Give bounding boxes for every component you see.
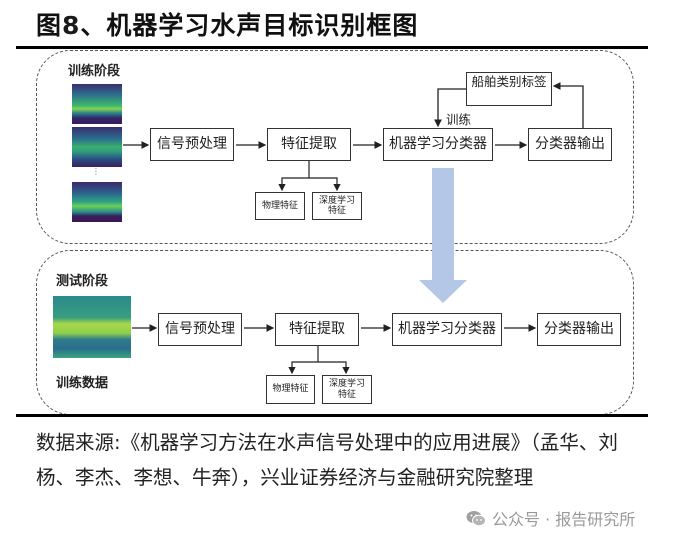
training-data-label: 训练数据 <box>56 376 109 391</box>
watermark: 公众号 · 报告研究所 <box>466 506 635 530</box>
title-prefix: 图 <box>36 11 63 40</box>
arrow-test-feature-to-physical <box>288 346 319 375</box>
test-spectrogram <box>53 296 131 358</box>
bottom-rule <box>16 414 648 417</box>
arrow-test-feature-to-deep <box>318 361 350 375</box>
arrow-feature-to-physical <box>278 161 310 192</box>
figure-title: 图8、机器学习水声目标识别框图 <box>36 6 418 42</box>
train-preprocess-box: 信号预处理 <box>150 128 234 161</box>
spectrogram-1 <box>72 84 122 124</box>
arrow-output-to-label <box>552 82 584 128</box>
test-preprocess-box: 信号预处理 <box>158 313 242 346</box>
train-classifier-box: 机器学习分类器 <box>383 128 493 161</box>
wechat-icon <box>466 510 486 526</box>
spectrogram-2 <box>72 127 122 167</box>
test-deep-feature-box: 深度学习特征 <box>322 375 372 404</box>
train-physical-feature-box: 物理特征 <box>255 192 305 220</box>
arrow-label-to-classifier <box>434 88 466 128</box>
training-panel <box>36 50 634 244</box>
test-classifier-box: 机器学习分类器 <box>392 313 502 346</box>
train-feature-extraction-box: 特征提取 <box>267 128 351 161</box>
ship-class-label-box: 船舶类别标签 <box>466 72 552 106</box>
spectrogram-n <box>72 182 122 222</box>
source-caption: 数据来源:《机器学习方法在水声信号处理中的应用进展》（孟华、刘杨、李杰、李想、牛… <box>36 431 618 489</box>
train-deep-feature-box: 深度学习特征 <box>312 192 362 220</box>
arrow-feature-to-deep <box>309 177 341 192</box>
title-text: 、机器学习水声目标识别框图 <box>80 11 419 40</box>
top-rule <box>16 46 648 49</box>
test-physical-feature-box: 物理特征 <box>266 375 315 404</box>
train-arrow-label: 训练 <box>446 112 472 127</box>
training-phase-label: 训练阶段 <box>68 64 121 79</box>
title-number: 8 <box>62 11 81 40</box>
model-transfer-arrow <box>419 168 467 303</box>
watermark-text: 公众号 · 报告研究所 <box>492 510 636 529</box>
testing-phase-label: 测试阶段 <box>56 274 109 289</box>
test-feature-extraction-box: 特征提取 <box>275 313 359 346</box>
train-output-box: 分类器输出 <box>528 128 612 161</box>
test-output-box: 分类器输出 <box>537 313 621 346</box>
